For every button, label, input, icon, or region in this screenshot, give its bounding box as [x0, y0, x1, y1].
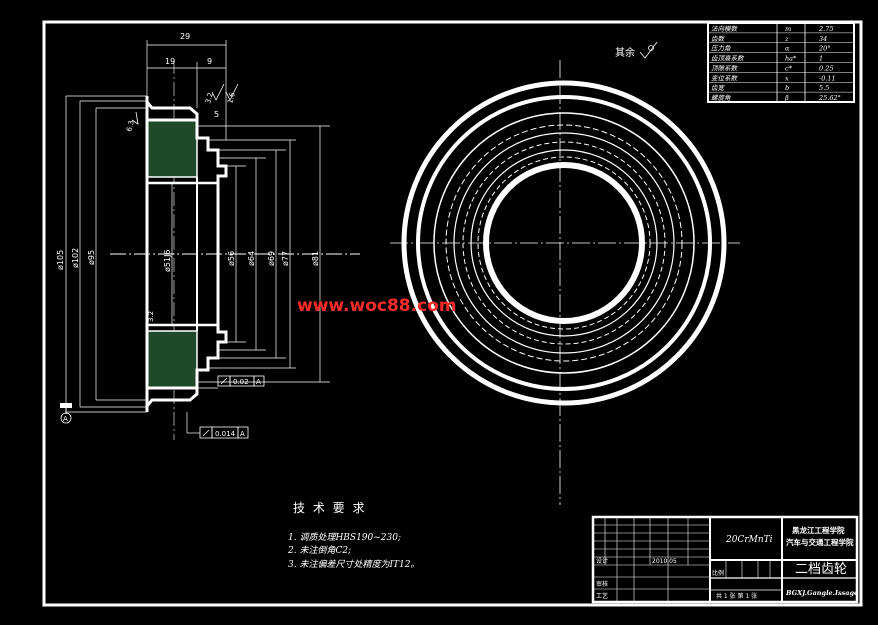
rest-roughness-label: 其余 — [615, 46, 635, 59]
param-symbol: ha* — [785, 55, 797, 63]
radial-runout-value: 0.014 — [215, 430, 236, 438]
dim-step-width: 9 — [207, 57, 212, 66]
school-line-1: 黑龙江工程学院 — [792, 525, 845, 535]
gear-parameter-table: 法向模数 m 2.75 齿数 z 34 压力角 α 20° 齿顶高系数 ha* 1 顶隙系数 c* 0.25… — [707, 22, 855, 103]
face-runout-value: 0.02 — [233, 378, 249, 386]
watermark: www.woc88.com — [297, 296, 457, 316]
designer-stamp: 2010.05 — [652, 558, 677, 565]
part-outline-bottom — [145, 386, 199, 412]
roughness-symbol-3 — [131, 111, 139, 125]
scale-label: 比例 — [712, 569, 724, 577]
section-dimension-labels: 29 19 9 5 ø105 ø102 ø95 ø51J6 ø56 ø64 ø6… — [56, 32, 320, 439]
datum-circle — [60, 412, 72, 424]
drawing-border — [42, 20, 863, 607]
dim-dia-81: ø81 — [311, 251, 320, 266]
param-name: 压力角 — [711, 45, 731, 53]
param-value: 34 — [819, 35, 827, 43]
dim-dia-77: ø77 — [281, 251, 290, 266]
tech-requirement-1: 1. 调质处理HBS190~230; — [288, 532, 401, 543]
gear-outer-circle — [401, 80, 727, 406]
dim-dia-105: ø105 — [56, 250, 65, 270]
face-runout-datum: A — [256, 378, 261, 386]
dim-dia-56: ø56 — [227, 251, 236, 266]
radial-runout-frame: 0.014 A — [186, 412, 249, 439]
param-value: 0.25 — [819, 64, 833, 72]
param-symbol: x — [785, 74, 789, 82]
dim-dia-95: ø95 — [87, 250, 96, 265]
gear-bore-circle — [483, 162, 645, 324]
title-block — [591, 515, 859, 604]
roughness-symbol-2 — [225, 83, 239, 101]
gear-tooth-section-top — [146, 119, 198, 178]
param-symbol: b — [785, 84, 789, 92]
sheet-info: 共 1 张 第 1 张 — [716, 592, 757, 600]
material-label: 20CrMnTi — [725, 535, 773, 545]
dim-dia-64: ø64 — [247, 251, 256, 266]
datum-marker — [60, 403, 72, 408]
gear-hub-circle-3 — [470, 149, 658, 337]
row-label-review: 审核 — [596, 580, 608, 588]
tech-requirements: 技 术 要 求 1. 调质处理HBS190~230; 2. 未注倒角C2; 3.… — [287, 501, 419, 570]
gear-hub-circle-2 — [462, 141, 666, 345]
row-label-design: 设计 — [596, 557, 608, 565]
param-name: 顶隙系数 — [711, 64, 739, 72]
param-name: 变位系数 — [711, 74, 739, 82]
tech-requirement-3: 3. 未注偏差尺寸处精度为IT12。 — [288, 559, 419, 570]
param-symbol: z — [784, 35, 789, 43]
param-name: 螺旋角 — [711, 94, 731, 102]
school-line-2: 汽车与交通工程学院 — [786, 537, 854, 547]
radial-runout-datum: A — [240, 430, 245, 438]
gear-root-circle — [433, 112, 695, 374]
tech-requirements-title: 技 术 要 求 — [293, 501, 366, 515]
gear-spline-circle — [477, 156, 651, 330]
gear-addendum-circle — [416, 95, 712, 391]
dim-overall-width: 29 — [180, 32, 190, 41]
param-symbol: β — [784, 94, 789, 102]
front-view — [390, 60, 740, 505]
dim-chamfer-offset: 5 — [214, 110, 219, 119]
drawing-number: BGXJ.Gangle.Issage — [785, 589, 858, 597]
param-value: -0.11 — [819, 74, 836, 82]
title-block-text: 20CrMnTi 黑龙江工程学院 汽车与交通工程学院 二档齿轮 BGXJ.Gan… — [596, 525, 858, 600]
part-outline-top — [145, 96, 199, 122]
gear-hub-circle-1 — [453, 132, 675, 354]
param-value: 2.75 — [818, 25, 833, 33]
param-value: 20° — [818, 45, 831, 53]
tech-requirement-2: 2. 未注倒角C2; — [287, 545, 351, 556]
part-outline-main — [145, 96, 228, 412]
gear-tooth-section-bottom — [146, 330, 198, 389]
param-value: 1 — [819, 55, 823, 63]
param-symbol: c* — [785, 64, 793, 72]
dim-dia-69: ø69 — [267, 251, 276, 266]
datum-letter: A — [63, 415, 68, 423]
param-value: 5.5 — [819, 84, 829, 92]
row-label-process: 工艺 — [596, 592, 608, 600]
part-name: 二档齿轮 — [795, 562, 847, 577]
param-symbol: α — [785, 45, 790, 53]
param-name: 齿顶高系数 — [711, 55, 745, 63]
param-name: 齿宽 — [711, 84, 726, 92]
dim-hub-width: 19 — [165, 57, 175, 66]
face-runout-frame: 0.02 A — [197, 375, 265, 389]
param-value: 25.62° — [818, 94, 841, 102]
section-view — [65, 40, 360, 440]
gear-pitch-circle — [445, 124, 683, 362]
roughness-mark-3: 6.3 — [125, 120, 136, 133]
param-name: 法向模数 — [711, 25, 739, 33]
roughness-mark-4: 3.2 — [147, 311, 155, 322]
roughness-mark-1: 3.2 — [204, 92, 215, 105]
param-symbol: m — [785, 25, 791, 33]
rest-roughness-note: 其余 — [615, 41, 658, 59]
dim-dia-bore: ø51J6 — [163, 249, 172, 272]
roughness-mark-2: 1.6 — [226, 91, 237, 104]
roughness-symbol-1 — [211, 83, 225, 101]
dim-dia-102: ø102 — [71, 248, 80, 268]
param-name: 齿数 — [711, 35, 726, 43]
